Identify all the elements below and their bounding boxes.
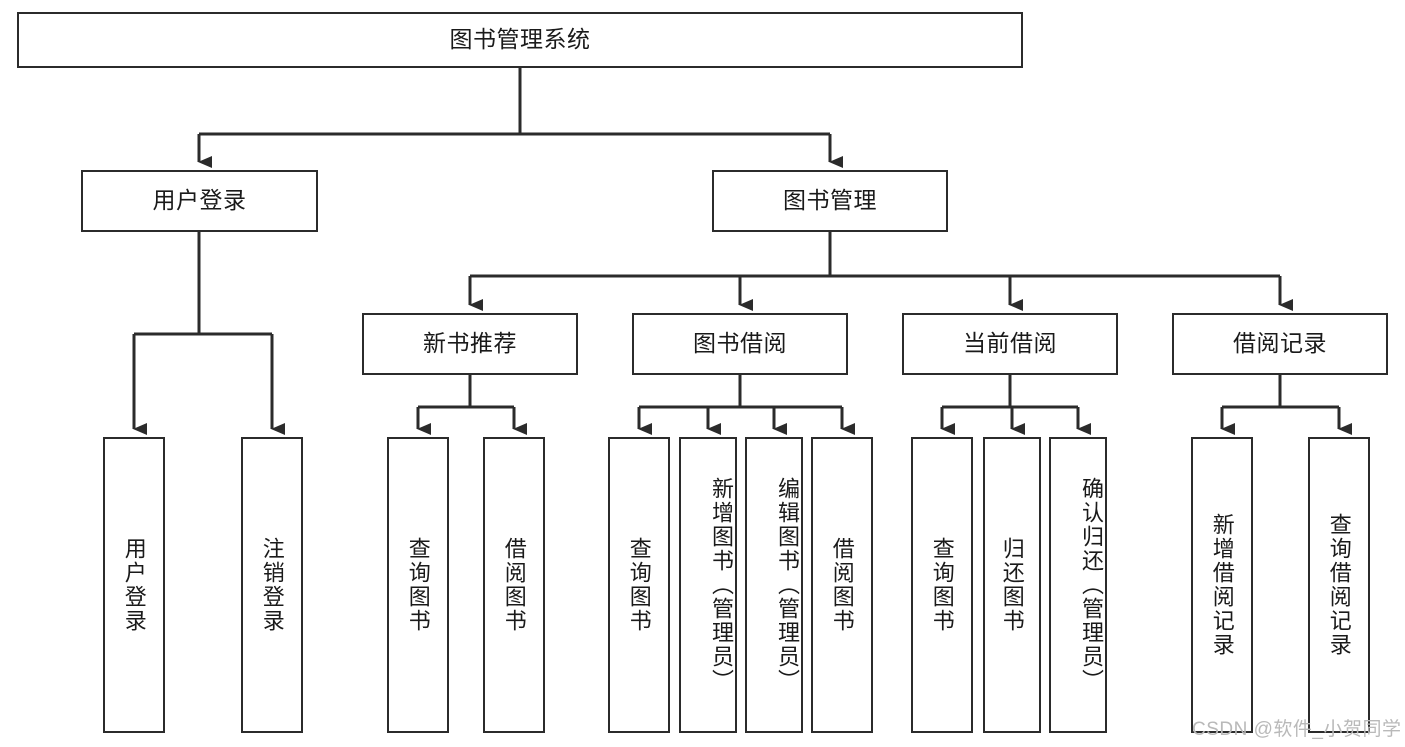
node-new-book-recommend-label: 新书推荐	[423, 330, 517, 357]
node-user-login[interactable]: 用户登录	[81, 170, 318, 232]
leaf-confirm-return-admin[interactable]: 确认归还（管理员）	[1049, 437, 1107, 733]
leaf-add-book-admin[interactable]: 新增图书（管理员）	[679, 437, 737, 733]
leaf-borrow-book-newbook-label: 借阅图书	[501, 537, 527, 633]
node-root[interactable]: 图书管理系统	[17, 12, 1023, 68]
node-borrow-records-label: 借阅记录	[1233, 330, 1327, 357]
leaf-borrow-book[interactable]: 借阅图书	[811, 437, 873, 733]
csdn-watermark: CSDN @软件_小贺同学	[1192, 719, 1402, 740]
node-book-borrow[interactable]: 图书借阅	[632, 313, 848, 375]
node-book-management[interactable]: 图书管理	[712, 170, 948, 232]
node-root-label: 图书管理系统	[449, 26, 591, 53]
node-borrow-records[interactable]: 借阅记录	[1172, 313, 1388, 375]
leaf-borrow-book-label: 借阅图书	[829, 537, 855, 633]
node-user-login-label: 用户登录	[152, 187, 247, 214]
leaf-edit-book-admin-label: 编辑图书（管理员）	[775, 477, 800, 693]
leaf-query-borrow-record-label: 查询借阅记录	[1326, 513, 1352, 657]
leaf-user-login[interactable]: 用户登录	[103, 437, 165, 733]
leaf-query-borrow-record[interactable]: 查询借阅记录	[1308, 437, 1370, 733]
leaf-query-book-newbook-label: 查询图书	[405, 537, 431, 633]
leaf-user-login-label: 用户登录	[121, 537, 147, 633]
leaf-query-book-borrow-label: 查询图书	[626, 537, 652, 633]
node-current-borrow[interactable]: 当前借阅	[902, 313, 1118, 375]
leaf-borrow-book-newbook[interactable]: 借阅图书	[483, 437, 545, 733]
node-new-book-recommend[interactable]: 新书推荐	[362, 313, 578, 375]
leaf-query-book-borrow[interactable]: 查询图书	[608, 437, 670, 733]
node-current-borrow-label: 当前借阅	[963, 330, 1057, 357]
leaf-query-book-current[interactable]: 查询图书	[911, 437, 973, 733]
leaf-query-book-newbook[interactable]: 查询图书	[387, 437, 449, 733]
node-book-management-label: 图书管理	[783, 187, 877, 214]
leaf-add-borrow-record[interactable]: 新增借阅记录	[1191, 437, 1253, 733]
leaf-confirm-return-admin-label: 确认归还（管理员）	[1079, 477, 1104, 693]
leaf-edit-book-admin[interactable]: 编辑图书（管理员）	[745, 437, 803, 733]
leaf-query-book-current-label: 查询图书	[929, 537, 955, 633]
leaf-user-logout-label: 注销登录	[259, 537, 285, 633]
node-book-borrow-label: 图书借阅	[693, 330, 787, 357]
leaf-add-borrow-record-label: 新增借阅记录	[1209, 513, 1235, 657]
leaf-return-book-label: 归还图书	[999, 537, 1025, 633]
leaf-user-logout[interactable]: 注销登录	[241, 437, 303, 733]
leaf-add-book-admin-label: 新增图书（管理员）	[709, 477, 734, 693]
leaf-return-book[interactable]: 归还图书	[983, 437, 1041, 733]
